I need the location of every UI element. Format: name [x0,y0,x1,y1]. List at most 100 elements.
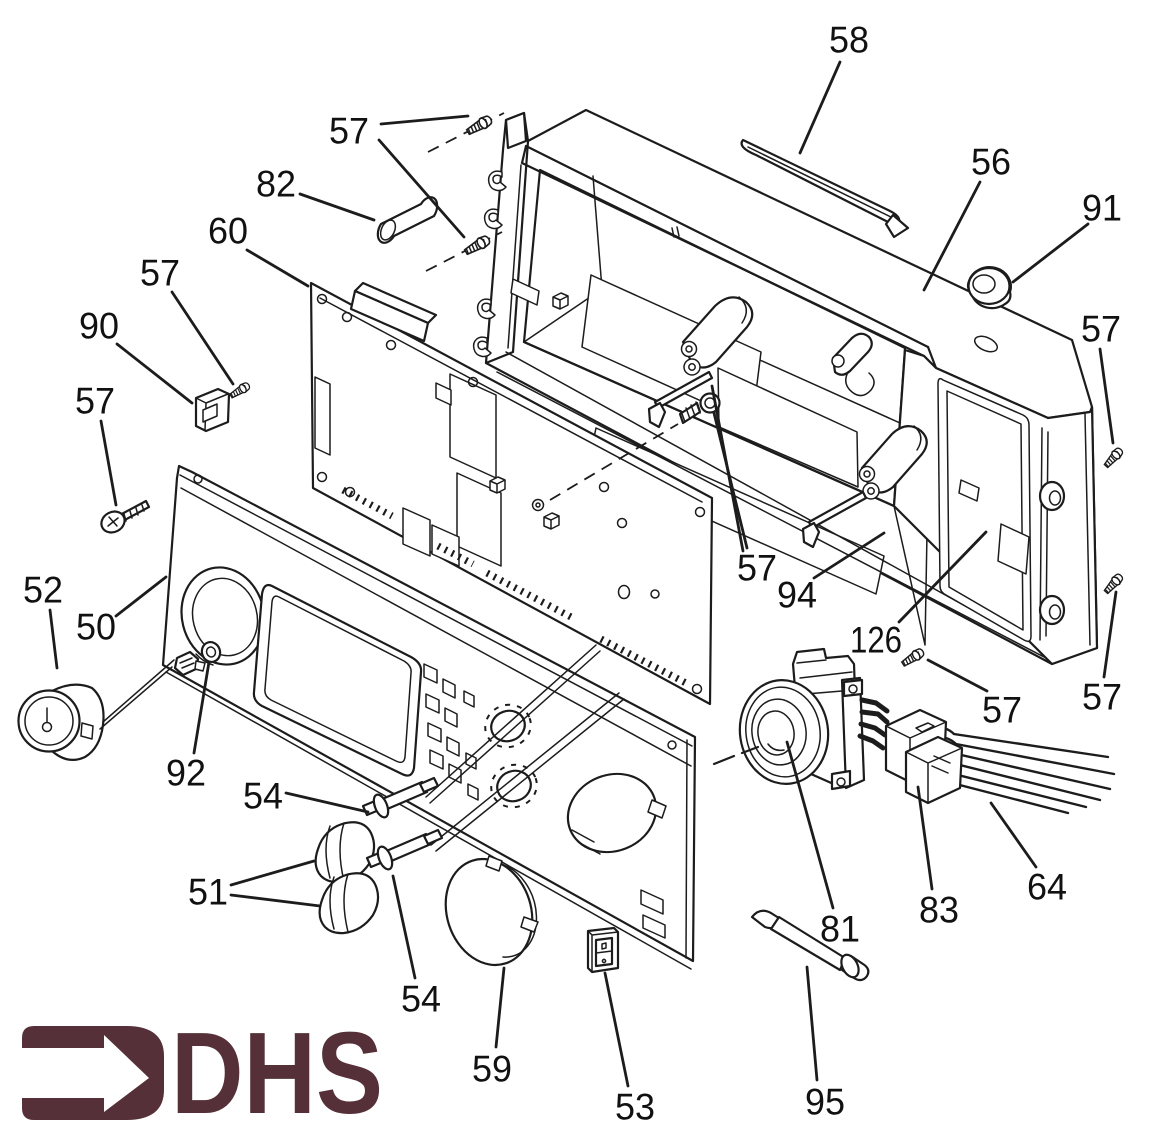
front-panel [161,464,697,970]
lamp-socket-a [647,296,754,429]
callout-83-25: 83 [916,785,959,931]
callout-leader-line [989,801,1038,869]
control-knob [17,650,206,762]
callout-126-14: 126 [850,530,988,661]
callout-leader-line [1098,347,1115,445]
callout-label-58: 58 [829,20,869,61]
callout-82-2: 82 [256,164,376,222]
mounting-clip [194,387,231,433]
logo-arrow-icon [22,1026,164,1120]
housing-126-tab [958,479,980,502]
board-outline [309,281,714,706]
callout-label-64: 64 [1027,867,1067,908]
callout-label-52: 52 [23,570,63,611]
panel-oval-opening [566,772,667,855]
lamp-socket-a-blade [653,370,714,410]
hole-plug [966,266,1012,310]
callout-50-11: 50 [76,575,168,648]
callout-leader-line [494,966,506,1049]
callout-leader-line [798,60,842,155]
callout-leader-line [170,290,235,386]
callout-leader-line [115,342,194,405]
wire-stubs [857,697,890,751]
callout-90-7: 90 [79,306,194,405]
housing-126-slot [997,523,1030,575]
callout-leader-line [391,874,417,980]
harness-connector [884,708,964,805]
screw-timer [899,646,927,669]
callout-57-8: 57 [1081,309,1121,445]
callout-label-57: 57 [75,381,115,422]
rocker-switch [586,926,620,974]
callout-label-59: 59 [472,1049,512,1090]
callout-leader-line [922,180,982,292]
interlock-socket [831,332,875,397]
housing-screw-boss-top [1038,480,1066,512]
callout-57-9: 57 [75,381,118,507]
callout-label-57: 57 [1081,309,1121,350]
callout-leader-line [785,740,835,910]
callout-label-57: 57 [329,111,369,152]
callout-leader-line [379,114,470,126]
board-finger-rows [341,486,688,687]
callout-leader-line [284,791,370,814]
diagram-linework [17,108,1126,982]
callout-leader-line [245,248,310,288]
panel-window [252,583,423,777]
callout-leader-line [710,384,745,553]
brand-logo: DHS [22,1008,383,1138]
callout-51-19: 51 [188,859,322,913]
callout-leader-line [897,530,988,624]
board-standoffs [489,292,569,530]
callout-label-60: 60 [208,211,248,252]
callout-label-82: 82 [256,164,296,205]
callout-label-57: 57 [140,253,180,294]
knob-stud [173,650,206,677]
callout-leader-line [926,658,989,693]
panel-knob-boss [180,566,266,666]
housing-rail-end-tab [504,111,528,150]
callout-57-1: 57 [329,111,470,239]
callout-leader-line [99,419,118,507]
housing-right-recess [937,377,1032,643]
callout-leader-line [916,785,934,891]
lamp-socket-b-blade [807,490,868,530]
callout-leader-line [48,608,59,670]
knob-shaft-bottom [365,692,625,871]
callout-label-57: 57 [737,548,777,589]
callout-leader-line [114,575,168,618]
knob-pointer-icon [41,707,53,733]
trim-strip [740,138,910,239]
callout-92-17: 92 [166,660,211,794]
callout-54-18: 54 [243,776,370,817]
callout-57-6: 57 [140,253,235,386]
callout-label-91: 91 [1082,188,1122,229]
callout-57-12: 57 [710,384,777,589]
callout-59-21: 59 [472,966,512,1090]
callout-leader-line [298,192,376,222]
callout-53-22: 53 [603,971,655,1128]
timer [712,647,866,791]
plug-hole [973,335,999,353]
callout-64-26: 64 [989,801,1067,908]
callout-label-90: 90 [79,306,119,347]
selector-buttons [314,821,380,935]
callout-leader-line [192,660,211,755]
spacer-cylinder [376,196,439,244]
logo-text: DHS [171,1008,383,1138]
callout-label-57: 57 [1082,677,1122,718]
callout-leader-line [603,971,630,1088]
callout-leader-line [812,531,886,580]
callout-label-50: 50 [76,607,116,648]
callout-57-16: 57 [1082,590,1122,718]
screw-panel-left [100,499,151,534]
callout-label-51: 51 [188,872,228,913]
callout-leader-line [1011,222,1090,284]
panel-slots [423,663,479,801]
callout-label-94: 94 [777,575,817,616]
housing-screw-boss-bottom [1038,594,1066,626]
screw-right-bottom [1101,571,1126,596]
washer [200,641,222,663]
panel-shaft-hole-bottom [490,763,538,809]
